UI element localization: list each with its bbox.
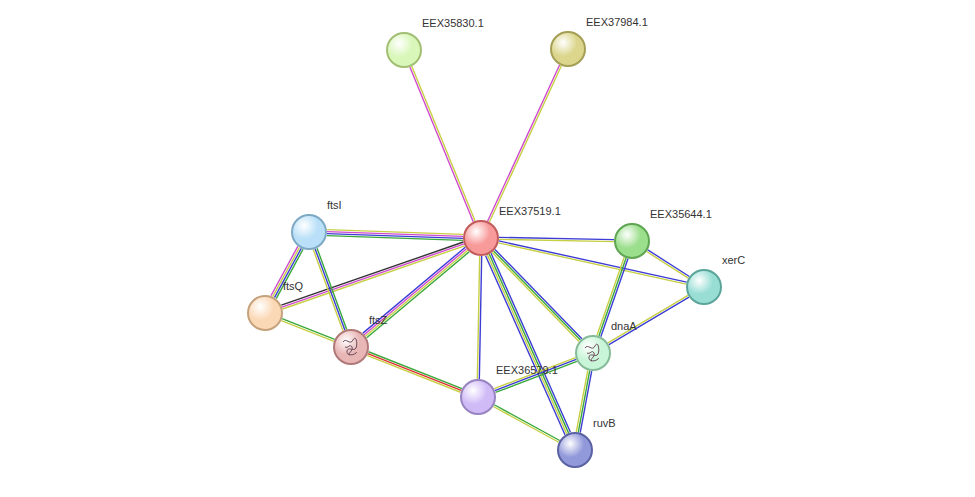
evidence-line — [368, 352, 462, 389]
evidence-line — [608, 295, 688, 343]
evidence-line — [410, 67, 473, 222]
evidence-line — [412, 66, 475, 221]
interaction-edge — [647, 250, 690, 278]
evidence-line — [488, 65, 560, 221]
node-label: ftsQ — [283, 280, 303, 293]
node-label: xerC — [722, 254, 745, 267]
protein-node: ruvB — [557, 432, 593, 468]
interaction-edge — [576, 370, 591, 432]
node-label: ftsI — [327, 199, 342, 212]
evidence-line — [313, 250, 343, 331]
node-label: EEX37519.1 — [499, 205, 561, 218]
protein-node: xerC — [686, 269, 722, 305]
protein-node: ftsQ — [247, 295, 283, 331]
protein-node: EEX37984.1 — [550, 31, 586, 67]
evidence-line — [648, 250, 690, 277]
evidence-line — [494, 405, 559, 441]
interaction-edge — [477, 256, 481, 379]
evidence-line — [367, 252, 469, 338]
interaction-edge — [313, 248, 346, 331]
evidence-line — [486, 256, 565, 435]
interaction-edge — [498, 241, 686, 284]
evidence-line — [367, 355, 461, 392]
evidence-line — [496, 361, 577, 392]
node-label: ftsZ — [369, 314, 387, 327]
evidence-line — [489, 66, 561, 222]
protein-node: EEX36579.1 — [460, 379, 496, 415]
structure-ribbon — [585, 344, 599, 361]
interaction-edge — [608, 295, 689, 344]
evidence-line — [317, 248, 347, 329]
evidence-line — [283, 246, 465, 309]
protein-node: EEX37519.1 — [463, 220, 499, 256]
node-label: EEX36579.1 — [496, 364, 558, 377]
evidence-line — [489, 254, 568, 433]
node-label: EEX35830.1 — [422, 17, 484, 30]
protein-node: EEX35830.1 — [386, 32, 422, 68]
interaction-edge — [327, 230, 463, 241]
evidence-line — [576, 370, 587, 432]
evidence-line — [365, 250, 467, 336]
evidence-line — [495, 249, 582, 338]
evidence-line — [282, 244, 464, 307]
evidence-line — [491, 253, 570, 432]
protein-node: ftsI — [291, 214, 327, 250]
evidence-line — [368, 354, 462, 391]
evidence-line — [363, 247, 465, 333]
evidence-line — [499, 241, 687, 282]
evidence-line — [477, 256, 479, 379]
evidence-line — [494, 358, 575, 389]
interaction-edge — [363, 247, 469, 337]
evidence-line — [494, 251, 581, 340]
evidence-line — [276, 249, 303, 298]
interaction-edge — [281, 319, 334, 342]
evidence-line — [647, 252, 689, 279]
evidence-line — [364, 249, 466, 335]
node-label: EEX35644.1 — [650, 208, 712, 221]
evidence-line — [498, 243, 686, 284]
protein-node: ftsZ — [333, 329, 369, 365]
node-label: dnaA — [611, 320, 637, 333]
interaction-edge — [271, 246, 303, 298]
node-label: ruvB — [593, 417, 616, 430]
evidence-line — [327, 230, 463, 235]
evidence-line — [499, 239, 614, 241]
evidence-line — [281, 321, 334, 342]
interaction-edge — [488, 65, 562, 222]
interaction-edge — [410, 66, 475, 221]
structure-icon — [338, 334, 363, 359]
interaction-edge — [367, 352, 462, 393]
interaction-edge — [499, 237, 614, 241]
evidence-line — [282, 319, 335, 340]
evidence-line — [609, 297, 689, 345]
structure-ribbon — [343, 338, 357, 355]
interaction-edge — [494, 358, 577, 393]
evidence-line — [315, 249, 345, 330]
protein-node: EEX35644.1 — [614, 223, 650, 259]
evidence-line — [493, 407, 558, 443]
node-label: EEX37984.1 — [586, 16, 648, 29]
interaction-edge — [493, 405, 559, 442]
evidence-line — [492, 252, 579, 341]
protein-node: dnaA — [575, 335, 611, 371]
evidence-line — [578, 371, 589, 433]
evidence-line — [495, 359, 576, 390]
structure-icon — [580, 340, 605, 365]
